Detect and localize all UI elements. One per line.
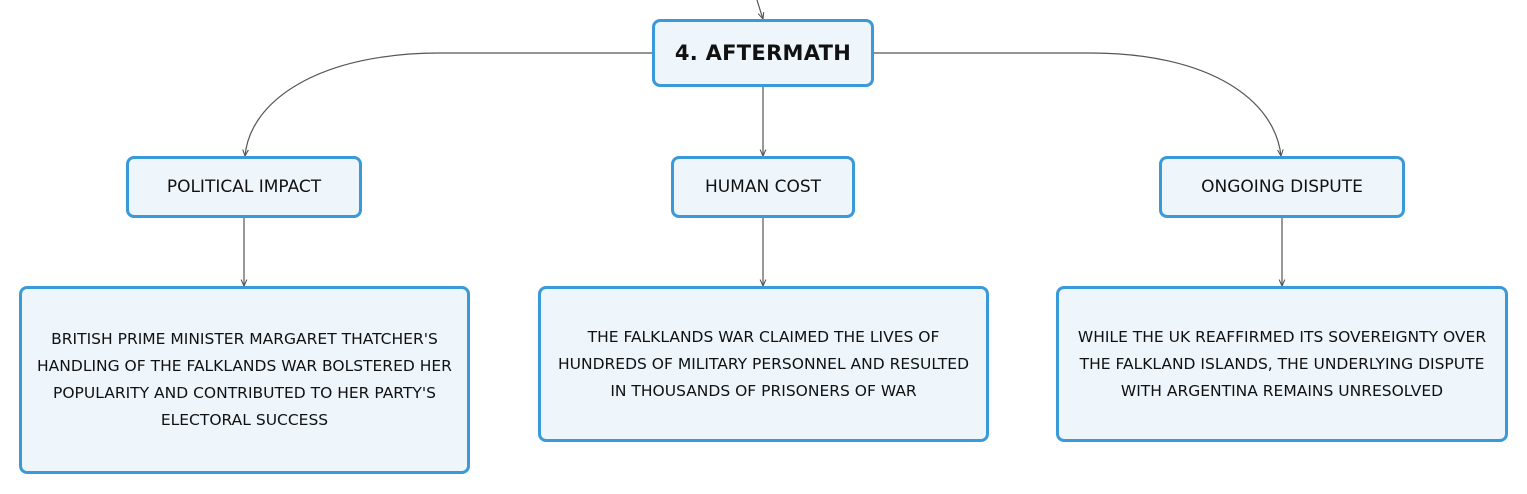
connector-parent-to-root: [756, 0, 763, 19]
detail-node-ongoing-dispute[interactable]: WHILE THE UK REAFFIRMED ITS SOVEREIGNTY …: [1056, 286, 1508, 442]
connector-root-to-ongoing-dispute: [874, 52, 1281, 156]
detail-node-human-cost[interactable]: THE FALKLANDS WAR CLAIMED THE LIVES OF H…: [538, 286, 989, 442]
branch-node-human-cost[interactable]: HUMAN COST: [671, 156, 855, 218]
detail-node-political-impact[interactable]: BRITISH PRIME MINISTER MARGARET THATCHER…: [19, 286, 470, 474]
connector-root-to-political-impact: [245, 52, 652, 156]
branch-node-political-impact[interactable]: POLITICAL IMPACT: [126, 156, 362, 218]
branch-node-ongoing-dispute[interactable]: ONGOING DISPUTE: [1159, 156, 1405, 218]
root-node-aftermath[interactable]: 4. AFTERMATH: [652, 19, 874, 87]
